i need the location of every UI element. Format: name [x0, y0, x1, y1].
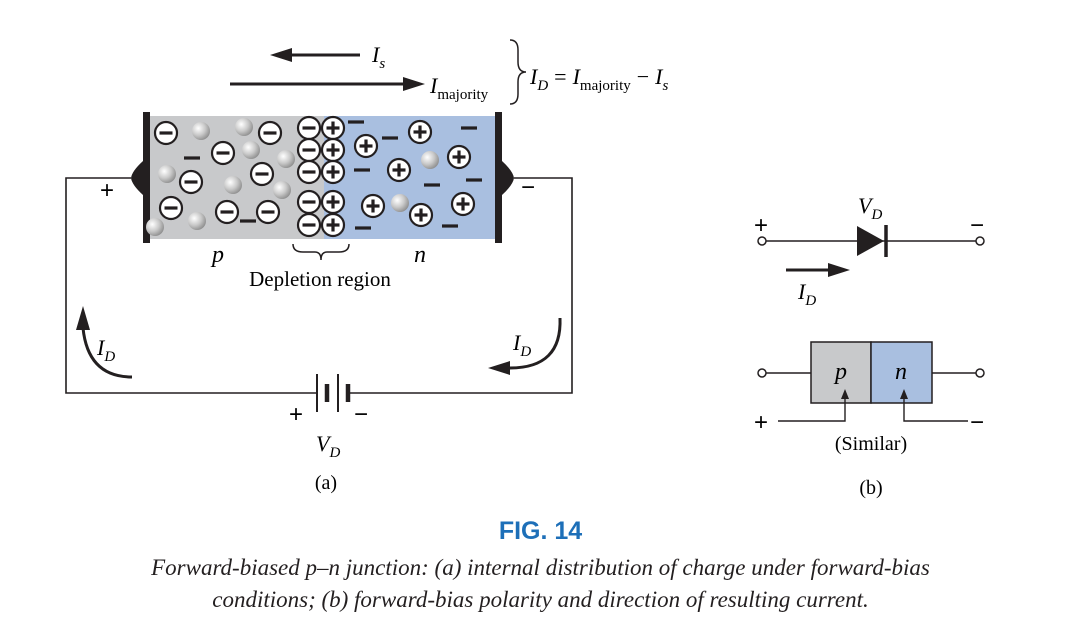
symbol-plus: + — [754, 212, 768, 239]
battery-plus: + — [289, 401, 303, 428]
block-n-label: n — [895, 359, 907, 385]
terminal-left-icon — [757, 236, 767, 246]
right-current-arrow — [488, 317, 562, 375]
diagram-b: + − VD ID p n + — [754, 193, 985, 499]
figure-caption: Forward-biased p–n junction: (a) interna… — [40, 552, 1041, 616]
p-label: p — [210, 242, 224, 268]
majority-label: Imajority — [429, 73, 489, 103]
block-minus: − — [970, 409, 984, 436]
symbol-minus: − — [970, 212, 984, 239]
block-leads — [778, 389, 968, 422]
left-current-arrow — [76, 306, 133, 379]
sublabel-a: (a) — [315, 472, 337, 494]
left-contact — [131, 112, 150, 243]
terminal-right-icon — [975, 236, 985, 246]
majority-arrow — [230, 77, 425, 91]
id-arrow — [786, 263, 850, 277]
right-contact — [495, 112, 514, 243]
caption-line-1: Forward-biased p–n junction: (a) interna… — [151, 555, 930, 580]
block-p-region — [810, 341, 872, 404]
right-terminal-minus: − — [521, 174, 535, 201]
battery-label: VD — [316, 431, 340, 461]
is-label: Is — [371, 42, 385, 72]
caption-line-2: conditions; (b) forward-bias polarity an… — [212, 587, 869, 612]
diagram-a: Is Imajority ID=Imajority−Is — [65, 39, 669, 494]
block-terminal-right-icon — [975, 368, 985, 378]
brace-icon — [509, 39, 527, 105]
pn-junction-diagram: Is Imajority ID=Imajority−Is — [65, 39, 985, 499]
is-arrow — [270, 48, 360, 62]
block-plus: + — [754, 409, 768, 436]
circuit-wire — [65, 177, 573, 394]
similar-label: (Similar) — [835, 433, 907, 455]
figure-number: FIG. 14 — [498, 517, 583, 545]
id-equation: ID=Imajority−Is — [529, 64, 669, 94]
left-terminal-plus: + — [100, 177, 114, 204]
sublabel-b: (b) — [859, 477, 882, 499]
block-n-region — [870, 341, 933, 404]
left-current-label: ID — [96, 335, 115, 365]
block-terminal-left-icon — [757, 368, 767, 378]
depletion-label: Depletion region — [249, 267, 391, 291]
id-label: ID — [797, 279, 816, 309]
diode-icon — [857, 225, 888, 257]
battery-minus: − — [354, 401, 368, 428]
depletion-brace-icon — [292, 243, 350, 261]
n-label: n — [414, 242, 426, 268]
block-p-label: p — [833, 359, 847, 385]
right-current-label: ID — [512, 330, 531, 360]
battery-icon — [316, 374, 351, 412]
diode-label: VD — [858, 193, 882, 223]
